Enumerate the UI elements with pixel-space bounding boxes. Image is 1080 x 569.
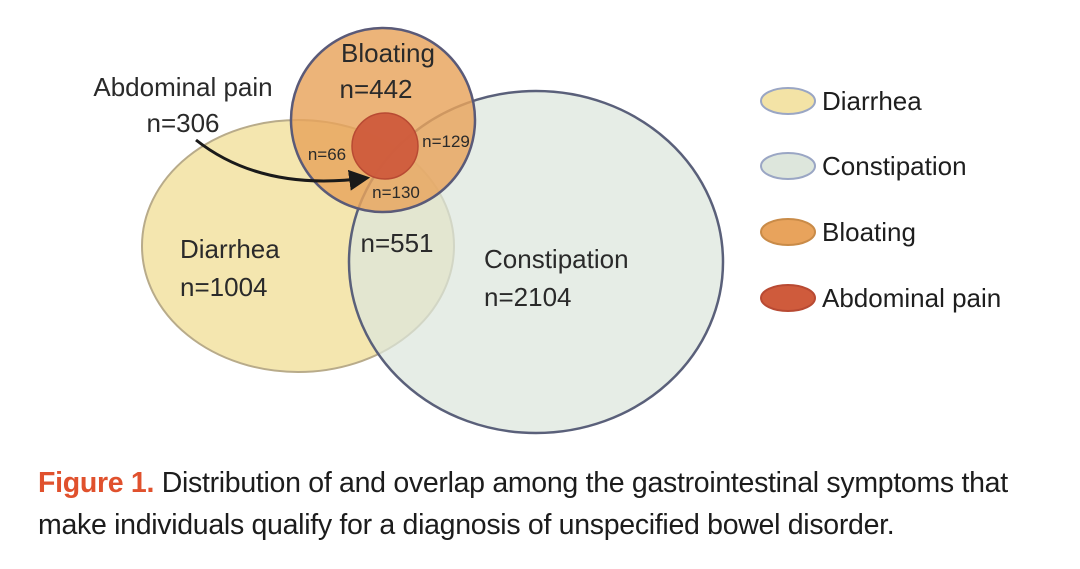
diarrhea-bloating-count: n=66	[308, 145, 346, 164]
legend-label-diarrhea: Diarrhea	[822, 86, 922, 116]
legend-item-constipation: Constipation	[760, 151, 967, 181]
bloating-constipation-count: n=129	[422, 132, 470, 151]
venn-diagram: Bloating n=442 Abdominal pain n=306 n=66…	[93, 26, 1001, 435]
caption-text: Distribution of and overlap among the ga…	[38, 467, 1008, 541]
figure-label: Figure 1.	[38, 467, 155, 499]
legend-swatch-abdominal-pain	[760, 284, 816, 312]
abdominal-pain-set	[351, 112, 419, 180]
legend-label-abdominal-pain: Abdominal pain	[822, 283, 1001, 313]
abdominal-pain-count: n=306	[146, 108, 219, 138]
legend-label-bloating: Bloating	[822, 217, 916, 247]
legend-swatch-diarrhea	[760, 87, 816, 115]
diarrhea-name: Diarrhea	[180, 234, 280, 264]
constipation-count: n=2104	[484, 282, 571, 312]
legend-item-diarrhea: Diarrhea	[760, 86, 922, 116]
legend-swatch-bloating	[760, 218, 816, 246]
constipation-name: Constipation	[484, 244, 629, 274]
diarrhea-constipation-count: n=551	[360, 228, 433, 258]
legend-swatch-constipation	[760, 152, 816, 180]
legend-item-bloating: Bloating	[760, 217, 916, 247]
legend-item-abdominal-pain: Abdominal pain	[760, 283, 1001, 313]
bloating-name: Bloating	[341, 38, 435, 68]
abdominal-pain-arrow	[195, 138, 371, 191]
legend: Diarrhea Constipation Bloating Abdominal…	[760, 86, 1001, 313]
diarrhea-count: n=1004	[180, 272, 267, 302]
bloating-count: n=442	[339, 74, 412, 104]
abdominal-pain-name: Abdominal pain	[93, 72, 272, 102]
bloating-center-count: n=130	[372, 183, 420, 202]
legend-label-constipation: Constipation	[822, 151, 967, 181]
figure-caption: Figure 1. Distribution of and overlap am…	[38, 462, 1058, 546]
